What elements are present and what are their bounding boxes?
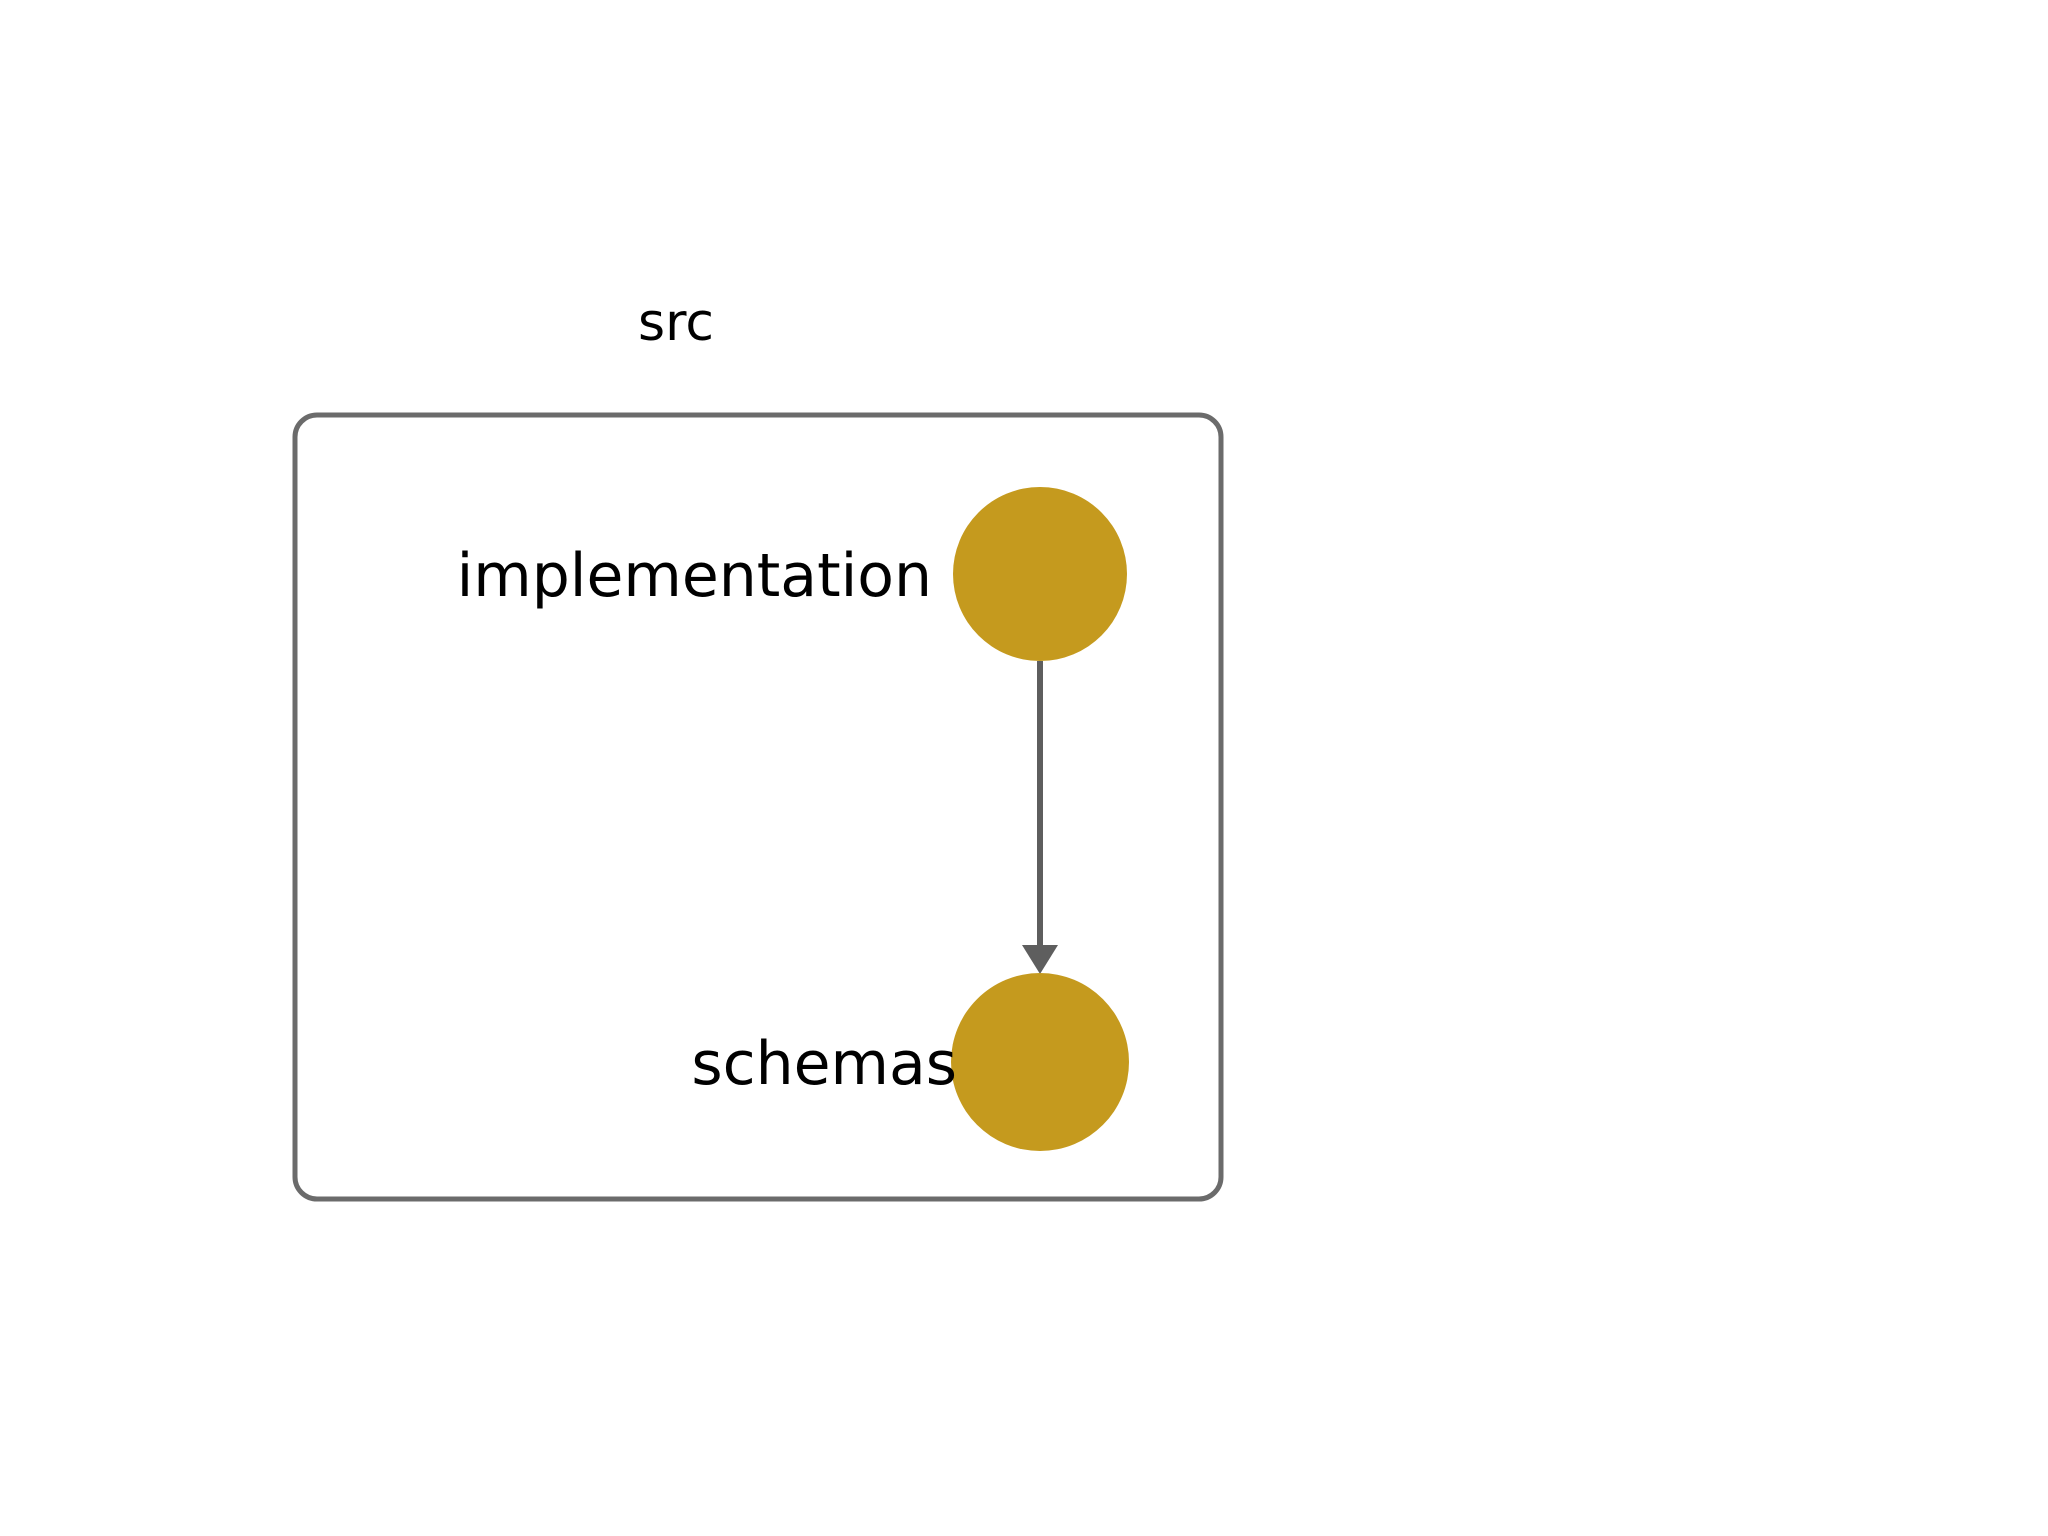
node-implementation-circle[interactable] (953, 487, 1127, 661)
edge-implementation-to-schemas-arrowhead (1022, 945, 1058, 974)
node-schemas-circle[interactable] (951, 973, 1129, 1151)
cluster-title-src: src (638, 293, 714, 353)
node-implementation-label: implementation (457, 541, 932, 611)
node-schemas-label: schemas (691, 1029, 957, 1099)
